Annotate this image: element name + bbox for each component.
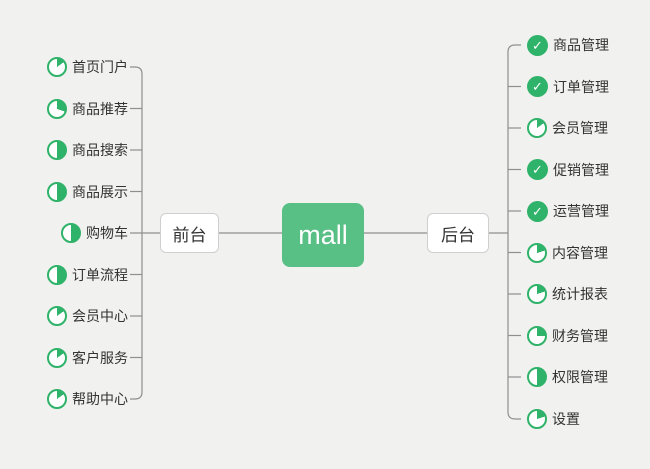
check-icon: ✓ [527,200,548,222]
check-icon: ✓ [527,159,548,180]
progress-pie-icon [47,389,67,409]
progress-pie-icon [61,223,81,243]
node-root-label: mall [298,219,348,250]
node-label: 购物车 [86,225,128,241]
mindmap-node[interactable]: 权限管理 [527,365,608,389]
node-label: 商品展示 [72,183,128,200]
mindmap-node[interactable]: ✓ 运营管理 [527,199,609,223]
node-root-mall[interactable]: mall [282,203,364,267]
mindmap-node[interactable]: 客户服务 [0,346,128,370]
progress-pie-icon [527,118,547,138]
node-label: 促销管理 [553,161,609,178]
mindmap-node[interactable]: 设置 [527,407,580,431]
node-label: 运营管理 [553,203,609,219]
node-label: 商品推荐 [72,100,128,117]
mindmap-node[interactable]: 商品展示 [0,180,128,204]
mindmap-node[interactable]: ✓ 促销管理 [527,158,609,182]
progress-pie-icon [527,408,547,429]
mindmap-node[interactable]: 财务管理 [527,324,608,348]
node-label: 权限管理 [552,369,608,385]
mindmap-node[interactable]: 商品推荐 [0,97,128,121]
node-label: 商品搜索 [72,142,128,158]
node-backend-label: 后台 [441,225,475,245]
node-label: 设置 [552,410,580,427]
mindmap-node[interactable]: 内容管理 [527,241,608,265]
mindmap-node[interactable]: 购物车 [0,221,128,245]
node-label: 会员管理 [552,120,608,136]
progress-pie-icon [527,242,547,263]
node-label: 财务管理 [552,327,608,344]
progress-pie-icon [527,367,547,387]
mindmap-node[interactable]: 帮助中心 [0,387,128,411]
progress-pie-icon [527,325,547,346]
progress-pie-icon [47,181,67,202]
mindmap-node[interactable]: 首页门户 [0,55,128,79]
node-label: 订单管理 [553,78,609,95]
progress-pie-icon [527,284,547,304]
mindmap-node[interactable]: 订单流程 [0,263,128,287]
node-label: 会员中心 [72,308,128,324]
mindmap-node[interactable]: ✓ 订单管理 [527,75,609,99]
node-frontend[interactable]: 前台 [160,213,219,253]
mindmap-node[interactable]: ✓ 商品管理 [527,33,609,57]
progress-pie-icon [47,264,67,285]
node-label: 订单流程 [72,266,128,283]
node-label: 商品管理 [553,37,609,53]
mindmap-node[interactable]: 会员管理 [527,116,608,140]
check-icon: ✓ [527,34,548,56]
progress-pie-icon [47,306,67,326]
progress-pie-icon [47,140,67,160]
mindmap-node[interactable]: 商品搜索 [0,138,128,162]
node-label: 帮助中心 [72,391,128,407]
progress-pie-icon [47,347,67,368]
node-label: 客户服务 [72,349,128,366]
mindmap-node[interactable]: 会员中心 [0,304,128,328]
progress-pie-icon [47,57,67,77]
node-label: 统计报表 [552,286,608,302]
node-backend[interactable]: 后台 [427,213,489,253]
progress-pie-icon [47,98,67,119]
node-label: 首页门户 [72,59,128,75]
node-label: 内容管理 [552,244,608,261]
check-icon: ✓ [527,76,548,97]
mindmap-node[interactable]: 统计报表 [527,282,608,306]
node-frontend-label: 前台 [172,225,207,245]
